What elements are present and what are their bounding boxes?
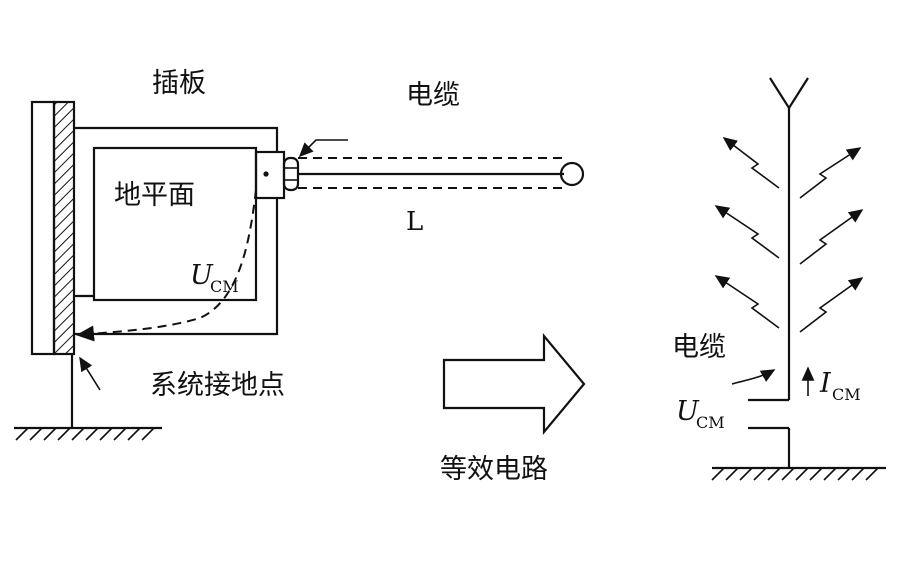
radiation-arrow-right-3 — [799, 277, 864, 333]
cable-label-right: 电缆 — [672, 332, 726, 363]
connector-pointer — [298, 139, 348, 158]
chassis-wall — [30, 100, 56, 356]
ground-hatch-stroke — [725, 467, 739, 481]
ground-hatch-stroke — [711, 467, 725, 481]
system-ground-pointer — [79, 356, 101, 391]
ground-hatch-stroke — [767, 467, 781, 481]
ground-hatch-stroke — [71, 427, 85, 441]
cable-pointer-right — [731, 369, 776, 385]
ucm-right-sub: CM — [696, 413, 725, 432]
ground-hatch-stroke — [865, 467, 879, 481]
cable-length-label: L — [406, 207, 423, 237]
radiation-arrow-left-3 — [714, 275, 780, 329]
ground-hatch-right — [711, 467, 879, 481]
radiation-arrow-left-2 — [714, 205, 780, 259]
ground-hatch-stroke — [113, 427, 127, 441]
ground-plane-box — [92, 146, 258, 302]
ground-hatch-stroke — [99, 427, 113, 441]
plugin-board-label: 插板 — [152, 68, 206, 99]
ground-hatch-stroke — [57, 427, 71, 441]
cable-label-top: 电缆 — [406, 80, 460, 111]
chassis-wall-hatched — [52, 100, 76, 356]
ground-hatch-stroke — [43, 427, 57, 441]
ground-hatch-stroke — [29, 427, 43, 441]
ground-hatch-stroke — [753, 467, 767, 481]
connector-dot — [263, 171, 269, 177]
ucm-left-sub: CM — [210, 277, 239, 296]
connector-body — [254, 150, 286, 200]
ground-hatch-stroke — [15, 427, 29, 441]
cable-end — [559, 161, 585, 187]
equivalent-circuit-label: 等效电路 — [440, 454, 548, 485]
ucm-left-main: U — [190, 260, 214, 291]
ground-hatch-stroke — [795, 467, 809, 481]
plugin-board-frame — [74, 126, 279, 336]
common-mode-path — [76, 189, 257, 342]
ground-hatch-stroke — [141, 427, 155, 441]
ground-hatch-stroke — [781, 467, 795, 481]
ucm-right-main: U — [676, 396, 700, 427]
ground-hatch-left — [15, 427, 155, 441]
connector-clamp — [282, 156, 300, 192]
icm-main: I — [819, 368, 832, 399]
radiation-arrow-right-2 — [799, 209, 864, 265]
system-ground-label: 系统接地点 — [150, 370, 285, 401]
ground-hatch-stroke — [837, 467, 851, 481]
icm-sub: CM — [832, 385, 861, 404]
radiation-arrow-right-1 — [799, 147, 862, 199]
ground-hatch-stroke — [739, 467, 753, 481]
ground-hatch-stroke — [851, 467, 865, 481]
antenna-top — [769, 77, 809, 111]
radiation-arrow-left-1 — [722, 137, 780, 189]
ground-hatch-stroke — [823, 467, 837, 481]
equivalence-arrow — [442, 332, 586, 436]
ground-hatch-stroke — [127, 427, 141, 441]
ground-plane-label: 地平面 — [114, 180, 195, 211]
ground-hatch-stroke — [809, 467, 823, 481]
radiation-arrows — [714, 137, 864, 333]
ground-hatch-stroke — [85, 427, 99, 441]
